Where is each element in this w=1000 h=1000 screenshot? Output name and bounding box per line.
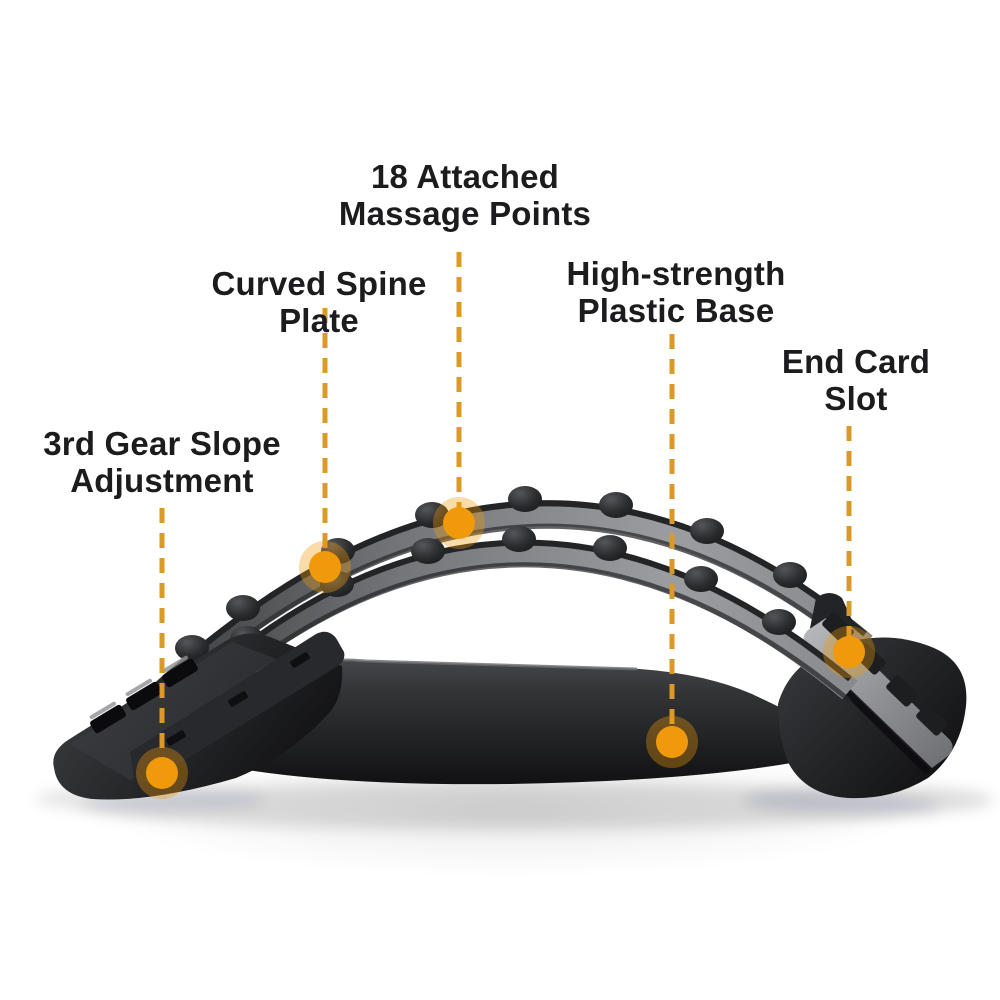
label-line: 18 Attached [370,158,560,195]
label-line: Adjustment [70,462,254,500]
gear-slot [125,678,162,711]
label-massage-points: 18 Attached Massage Points [339,158,591,233]
massage-bump [411,538,445,564]
callout-dot-gear-slope [136,747,188,799]
callout-dot-curved-spine-plate [299,541,351,593]
label-high-strength-plastic-base: High-strength Plastic Base [567,255,786,330]
label-line: Plastic Base [577,292,775,330]
slot-tooth [916,704,948,736]
tongue-notch [228,691,248,707]
slot-tooth [822,612,854,644]
base-center-bar [222,659,798,785]
massage-bump [593,535,627,561]
callout-dot-end-card-slot [823,626,875,678]
plate-left-tongue [130,631,345,783]
wedge-top-face [70,642,300,780]
massage-bump [175,635,209,661]
gear-slot [89,701,126,734]
massage-bump [415,502,449,528]
massage-bump [773,562,807,588]
massage-bump [226,595,260,621]
label-gear-slope-adjustment: 3rd Gear Slope Adjustment [43,425,281,500]
massage-bump [502,526,536,552]
gear-slot [161,655,198,688]
slot-tooth [886,675,918,707]
product-shadow [35,782,993,830]
tongue-notch [166,730,186,746]
massage-bump [599,492,633,518]
massage-bump [684,566,718,592]
label-end-card-slot: End Card Slot [782,343,930,418]
massage-bump [508,486,542,512]
tongue-notches [166,652,310,746]
massage-bump [690,518,724,544]
massage-bump [762,609,796,635]
gear-slope-wedge [53,631,345,800]
callout-markers [136,252,875,799]
spine-rail-far [149,486,873,710]
callout-dot-plastic-base [646,716,698,768]
label-line: High-strength [566,255,786,292]
label-line: Curved Spine [211,265,427,302]
callout-dot-massage-points [433,497,485,549]
label-curved-spine-plate: Curved Spine Plate [211,265,426,340]
label-line: Slot [824,380,888,418]
tongue-notch [290,652,310,668]
label-line: 3rd Gear Slope [43,425,281,462]
label-line: Massage Points [338,195,592,233]
label-line: Plate [279,302,359,340]
label-line: End Card [781,343,931,380]
back-stretcher-product [53,486,967,800]
